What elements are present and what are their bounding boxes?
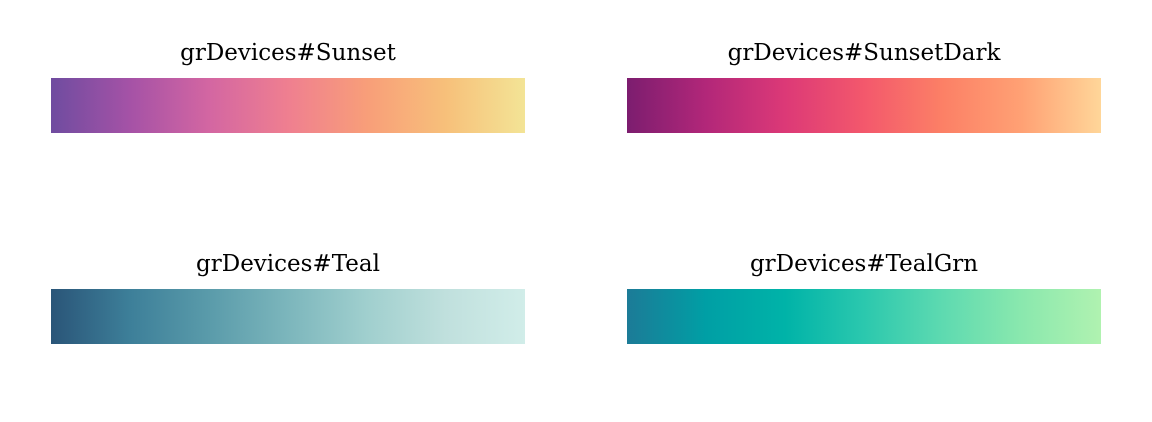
gradient-bar [51,289,525,344]
palette-title: grDevices#Sunset [180,40,396,66]
gradient-bar [627,289,1101,344]
palette-title: grDevices#SunsetDark [727,40,1001,66]
palette-title: grDevices#Teal [196,251,380,277]
gradient-bar [627,78,1101,133]
palette-title: grDevices#TealGrn [749,251,979,277]
gradient-bar [51,78,525,133]
